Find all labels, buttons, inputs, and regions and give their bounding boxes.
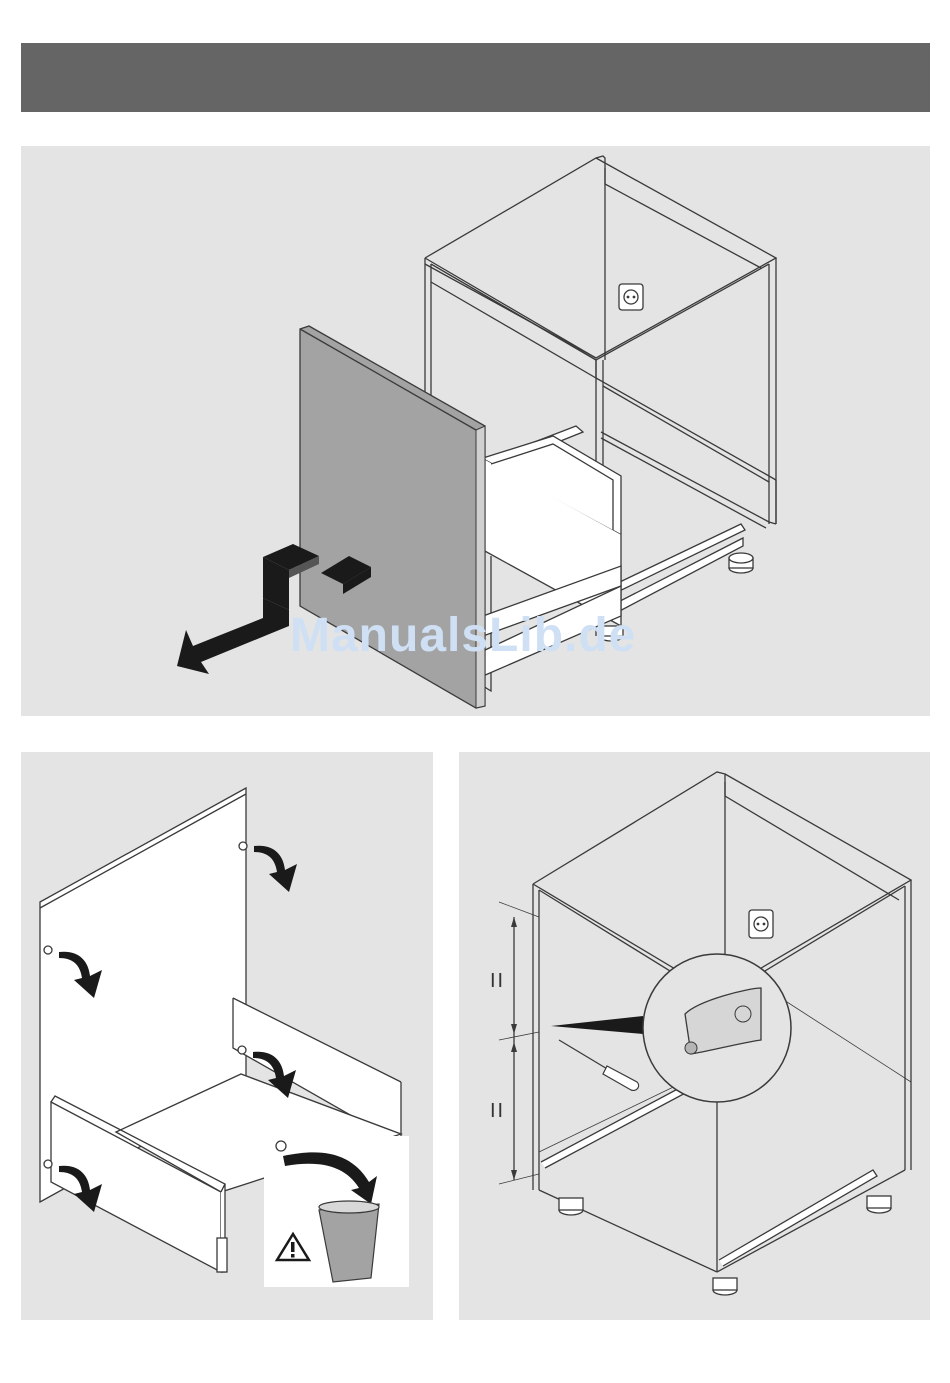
screw-cap-icon	[238, 1046, 246, 1054]
screw-cap-icon	[239, 842, 247, 850]
watermark: ManualsLib.de	[290, 608, 636, 663]
screw-cap-icon	[44, 1160, 52, 1168]
dimension-label-upper: II	[490, 970, 505, 993]
step-panel-measure-cabinet	[459, 752, 930, 1320]
screw-cap-icon	[44, 946, 52, 954]
screw-cap-icon	[276, 1141, 286, 1151]
power-socket-icon	[619, 284, 643, 310]
screwdriver-icon	[559, 1040, 639, 1090]
front-unclip-illustration	[21, 752, 433, 1320]
dimension-label-lower: II	[490, 1100, 505, 1123]
header-bar	[21, 43, 930, 112]
screw-cap-disposal-callout	[264, 1136, 409, 1287]
power-socket-icon	[749, 910, 773, 938]
step-panel-unclip-front	[21, 752, 433, 1320]
cabinet-measure-illustration	[459, 752, 930, 1320]
magnifier-callout-icon	[551, 954, 791, 1102]
